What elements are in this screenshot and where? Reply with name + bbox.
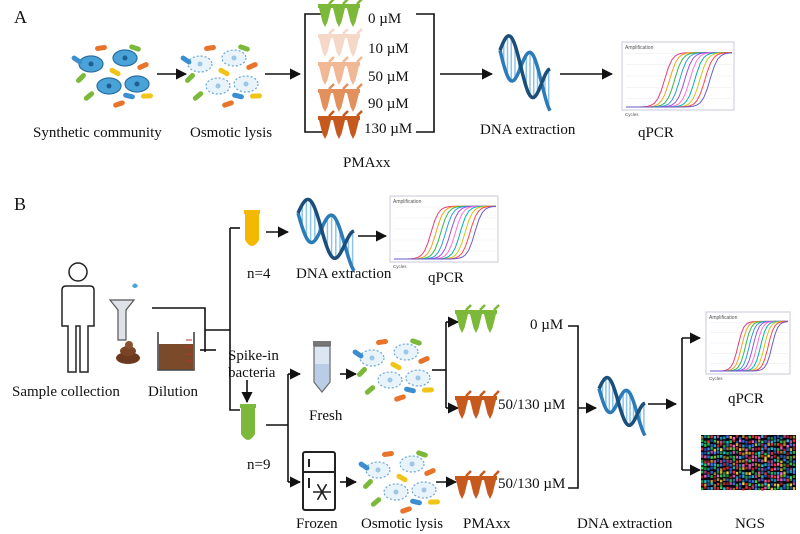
tube-icon: [455, 470, 472, 499]
bacteria-community-icon: [71, 44, 153, 108]
ngs-label: NGS: [735, 516, 766, 532]
beaker-icon: [157, 332, 195, 371]
qpcr-plot-xlabel: Cycles: [709, 376, 723, 381]
n4-label: n=4: [247, 266, 271, 282]
tube-icon: [244, 210, 260, 246]
tube-icon: [346, 0, 363, 27]
connector-line: [416, 13, 435, 133]
tube-icon: [346, 28, 363, 57]
tube-icon: [318, 110, 335, 139]
tube-icon: [332, 56, 349, 85]
qpcr-plot-xlabel: Cycles: [393, 264, 407, 269]
conc-zero-label: 0 µM: [530, 317, 564, 333]
connector-line: [304, 13, 326, 133]
conc-frozen-label: 50/130 µM: [498, 476, 566, 492]
tube-icon: [455, 390, 472, 419]
tube-icon: [332, 110, 349, 139]
dna-extraction-label-b: DNA extraction: [577, 516, 673, 532]
concentration-label: 50 µM: [368, 69, 409, 85]
qpcr-plot-title: Amplification: [709, 315, 738, 321]
tube-icon: [318, 56, 335, 85]
lysed-community-icon: [180, 44, 262, 108]
conc-fresh-label: 50/130 µM: [498, 397, 566, 413]
fresh-label: Fresh: [309, 408, 343, 424]
pmaxx-label-a: PMAxx: [343, 155, 391, 171]
frozen-label: Frozen: [296, 516, 338, 532]
tube-icon: [455, 304, 472, 333]
dna-helix-icon: [498, 33, 552, 112]
dna-extraction-label-top: DNA extraction: [296, 266, 392, 282]
pmaxx-label-b: PMAxx: [463, 516, 511, 532]
tube-icon: [483, 470, 500, 499]
funnel-icon: [108, 283, 138, 341]
qpcr-plot-title: Amplification: [393, 199, 422, 205]
tube-icon: [346, 56, 363, 85]
dna-helix-icon: [597, 375, 647, 437]
qpcr-plot-xlabel: Cycles: [625, 112, 639, 117]
lysed-community-icon: [358, 450, 440, 514]
dna-extraction-label-a: DNA extraction: [480, 122, 576, 138]
tube-icon: [469, 390, 486, 419]
sample-collection-label: Sample collection: [12, 384, 120, 400]
concentration-label: 0 µM: [368, 11, 402, 27]
tube-icon: [332, 83, 349, 112]
lysed-community-icon: [352, 338, 434, 402]
conical-tube-icon: [313, 341, 331, 393]
synthetic-community-label: Synthetic community: [33, 125, 162, 141]
tube-icon: [318, 0, 335, 27]
connector-line: [152, 307, 206, 352]
tube-icon: [469, 470, 486, 499]
dilution-label: Dilution: [148, 384, 199, 400]
stool-icon: [116, 341, 140, 364]
panel-b-letter: B: [14, 194, 27, 214]
qpcr-label-top: qPCR: [428, 270, 464, 286]
tube-icon: [483, 304, 500, 333]
qpcr-label-a: qPCR: [638, 125, 674, 141]
n9-label: n=9: [247, 457, 271, 473]
concentration-label: 10 µM: [368, 41, 409, 57]
freezer-icon: [302, 451, 336, 511]
tube-icon: [346, 110, 363, 139]
concentration-label: 130 µM: [364, 121, 413, 137]
ngs-gel-icon: [701, 435, 796, 491]
osmotic-lysis-label-a: Osmotic lysis: [190, 125, 273, 141]
osmotic-lysis-label-b: Osmotic lysis: [361, 516, 444, 532]
tube-icon: [318, 83, 335, 112]
tube-icon: [483, 390, 500, 419]
panel-a-letter: A: [14, 7, 27, 27]
connector-line: [229, 330, 240, 411]
tube-icon: [332, 0, 349, 27]
tube-icon: [240, 404, 256, 440]
person-icon: [61, 262, 95, 373]
concentration-label: 90 µM: [368, 96, 409, 112]
qpcr-label-b: qPCR: [728, 391, 764, 407]
spike-in-label: Spike-in bacteria: [228, 348, 279, 382]
qpcr-plot-title: Amplification: [625, 45, 654, 51]
tube-icon: [318, 28, 335, 57]
tube-icon: [346, 83, 363, 112]
tube-icon: [332, 28, 349, 57]
dna-helix-icon: [296, 197, 356, 272]
tube-icon: [469, 304, 486, 333]
connector-line: [568, 325, 579, 489]
